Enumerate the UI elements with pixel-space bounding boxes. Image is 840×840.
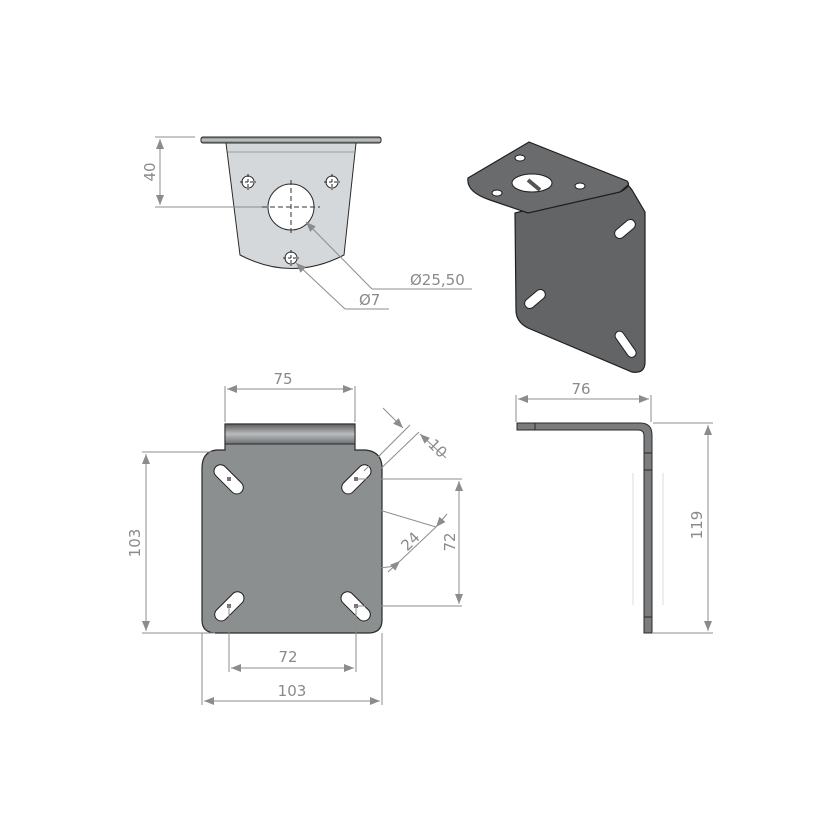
top-view: 40 Ø25,50 Ø7 [141, 136, 472, 310]
dim-72-horizontal: 72 [278, 648, 297, 666]
bend-tab [224, 423, 356, 445]
dim-40: 40 [141, 162, 159, 181]
front-view-plate [201, 423, 383, 634]
side-view: 76 119 [515, 380, 713, 634]
slot-top-left [213, 464, 244, 495]
top-view-flange [200, 136, 382, 144]
dim-119: 119 [688, 511, 706, 540]
dim-72-vertical: 72 [441, 532, 459, 551]
front-view: 75 103 72 103 72 10 24 [126, 370, 463, 705]
dim-dia-7: Ø7 [359, 291, 380, 309]
iso-vertical-plate [514, 184, 646, 373]
dim-dia-25-50: Ø25,50 [410, 271, 465, 289]
isometric-view [467, 141, 646, 373]
dim-10: 10 [424, 435, 450, 461]
dim-24: 24 [397, 528, 423, 554]
slot-top-right [341, 464, 372, 495]
small-hole-left [240, 174, 256, 190]
dim-103-vertical: 103 [126, 529, 144, 558]
dim-76: 76 [571, 380, 590, 398]
side-view-profile [516, 422, 653, 634]
small-hole-right [324, 174, 340, 190]
small-hole-bottom [283, 250, 299, 266]
dim-103-horizontal: 103 [278, 682, 307, 700]
dim-75: 75 [273, 370, 292, 388]
